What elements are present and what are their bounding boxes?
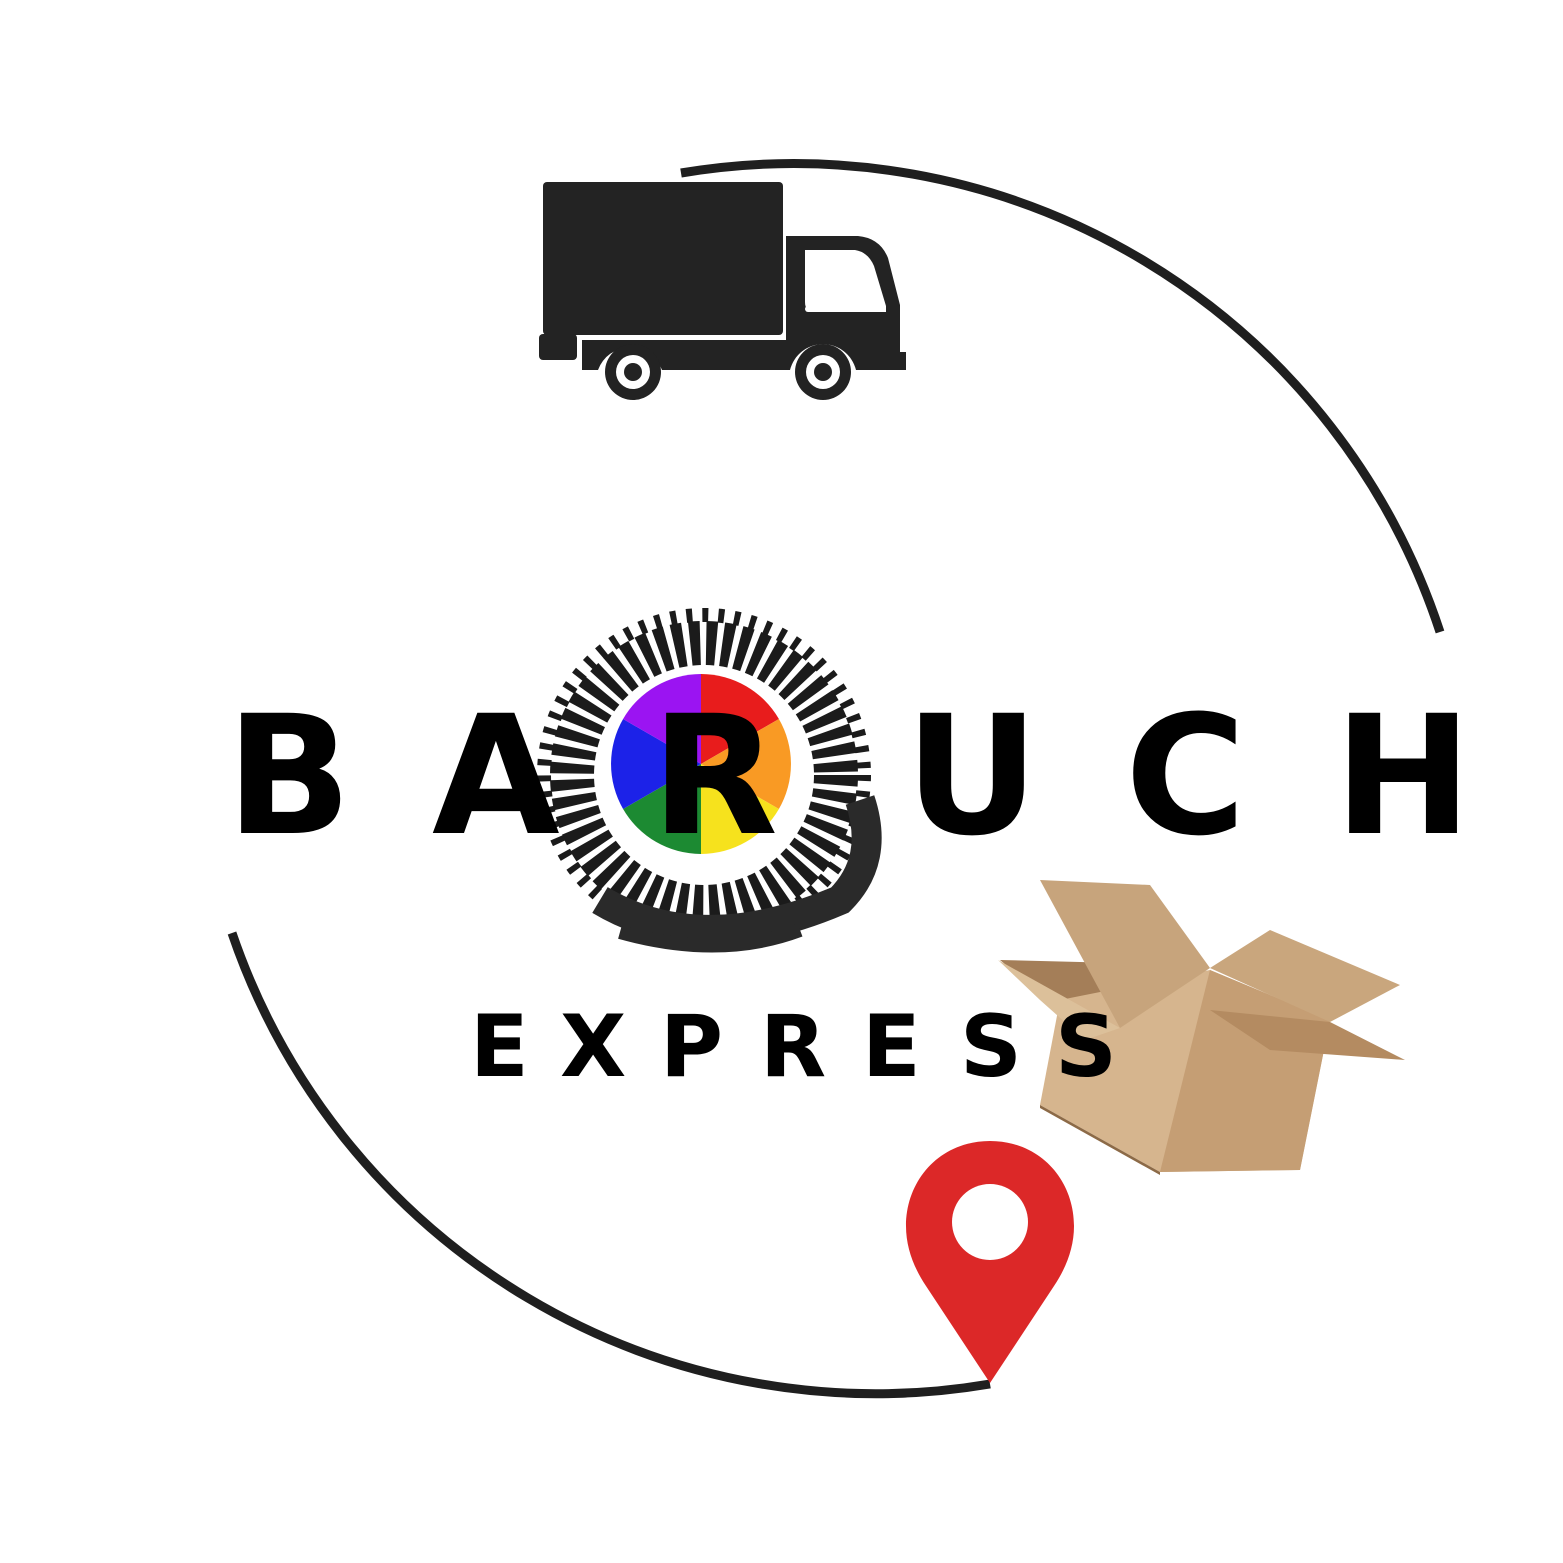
- brand-letter-h: H: [1334, 680, 1473, 872]
- brand-letter-b: B: [226, 680, 352, 872]
- ring-arc-top: [680, 159, 1445, 634]
- subtitle-letter-x: X: [560, 997, 627, 1097]
- subtitle-letter-s1: S: [960, 997, 1022, 1097]
- cardboard-box-icon: [998, 880, 1405, 1175]
- truck-icon: [539, 182, 906, 400]
- brand-letter-r: R: [651, 680, 779, 872]
- color-wheel-icon: [606, 669, 796, 859]
- subtitle-letter-s2: S: [1055, 997, 1117, 1097]
- brand-letter-a: A: [432, 680, 560, 872]
- subtitle-letter-r: R: [760, 997, 827, 1097]
- ring-arc-bottom: [227, 931, 991, 1399]
- brand-letter-c: C: [1125, 680, 1247, 872]
- brand-letter-u: U: [905, 680, 1039, 872]
- subtitle-letter-e2: E: [862, 997, 921, 1097]
- location-pin-icon: [906, 1141, 1074, 1383]
- tire-track-icon: [537, 608, 882, 953]
- subtitle-letter-e1: E: [470, 997, 529, 1097]
- subtitle-letter-p: P: [660, 997, 724, 1097]
